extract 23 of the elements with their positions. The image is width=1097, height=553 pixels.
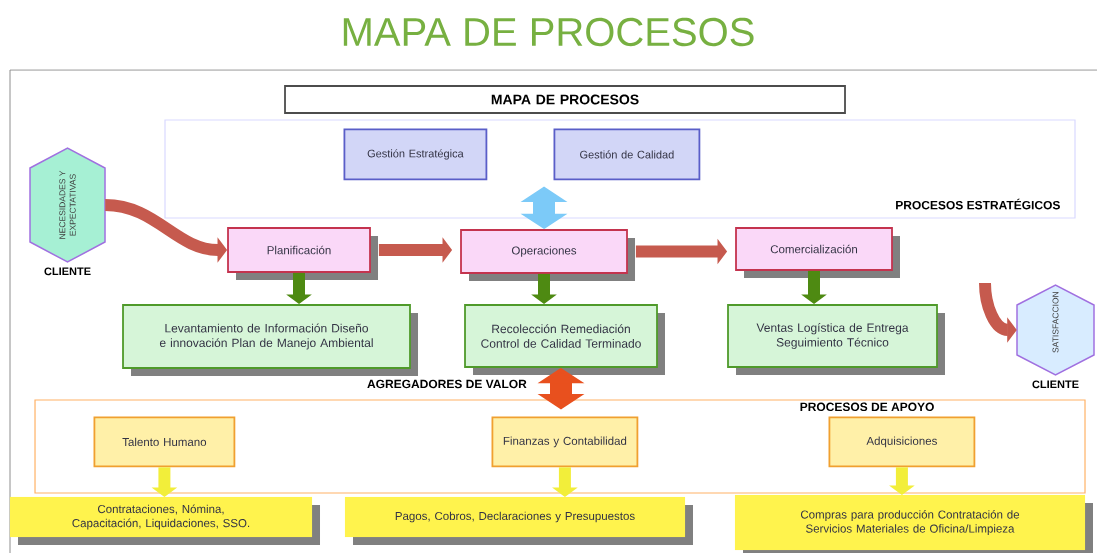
activity-box: Compras para producción Contratación de Servicios Materiales de Oficina/Limpieza <box>734 494 1093 553</box>
band-heading: PROCESOS DE APOYO <box>800 402 934 412</box>
title-box: MAPA DE PROCESOS <box>284 85 846 114</box>
process-box: Operaciones <box>460 229 635 281</box>
process-box: Gestión Estratégica <box>343 128 488 181</box>
page-title: MAPA DE PROCESOS <box>343 17 754 47</box>
client-hexagon: SATISFACCION <box>1016 284 1095 376</box>
activity-box: Recolección Remediación Control de Calidad Terminado <box>464 304 665 375</box>
process-box: Adquisiciones <box>828 416 976 468</box>
process-box: Planificación <box>227 227 378 280</box>
band-heading: PROCESOS ESTRATÉGICOS <box>896 198 1060 210</box>
client-label: CLIENTE <box>44 267 91 276</box>
process-box: Gestión de Calidad <box>553 128 701 181</box>
activity-box: Contrataciones, Nómina, Capacitación, Liquidaciones, SSO. <box>9 496 320 545</box>
activity-box: Pagos, Cobros, Declaraciones y Presupuestos <box>344 496 693 545</box>
section-heading: AGREGADORES DE VALOR <box>367 379 527 389</box>
process-box: Finanzas y Contabilidad <box>491 416 639 468</box>
activity-box: Ventas Logística de Entrega Seguimiento Técnico <box>727 304 945 375</box>
client-hexagon: NECESIDADES Y EXPECTATIVAS <box>29 147 106 263</box>
client-label: CLIENTE <box>1032 380 1079 389</box>
process-box: Comercialización <box>735 227 900 278</box>
process-box: Talento Humano <box>93 416 236 468</box>
activity-box: Levantamiento de Información Diseño e innovación Plan de Manejo Ambiental <box>122 304 418 376</box>
